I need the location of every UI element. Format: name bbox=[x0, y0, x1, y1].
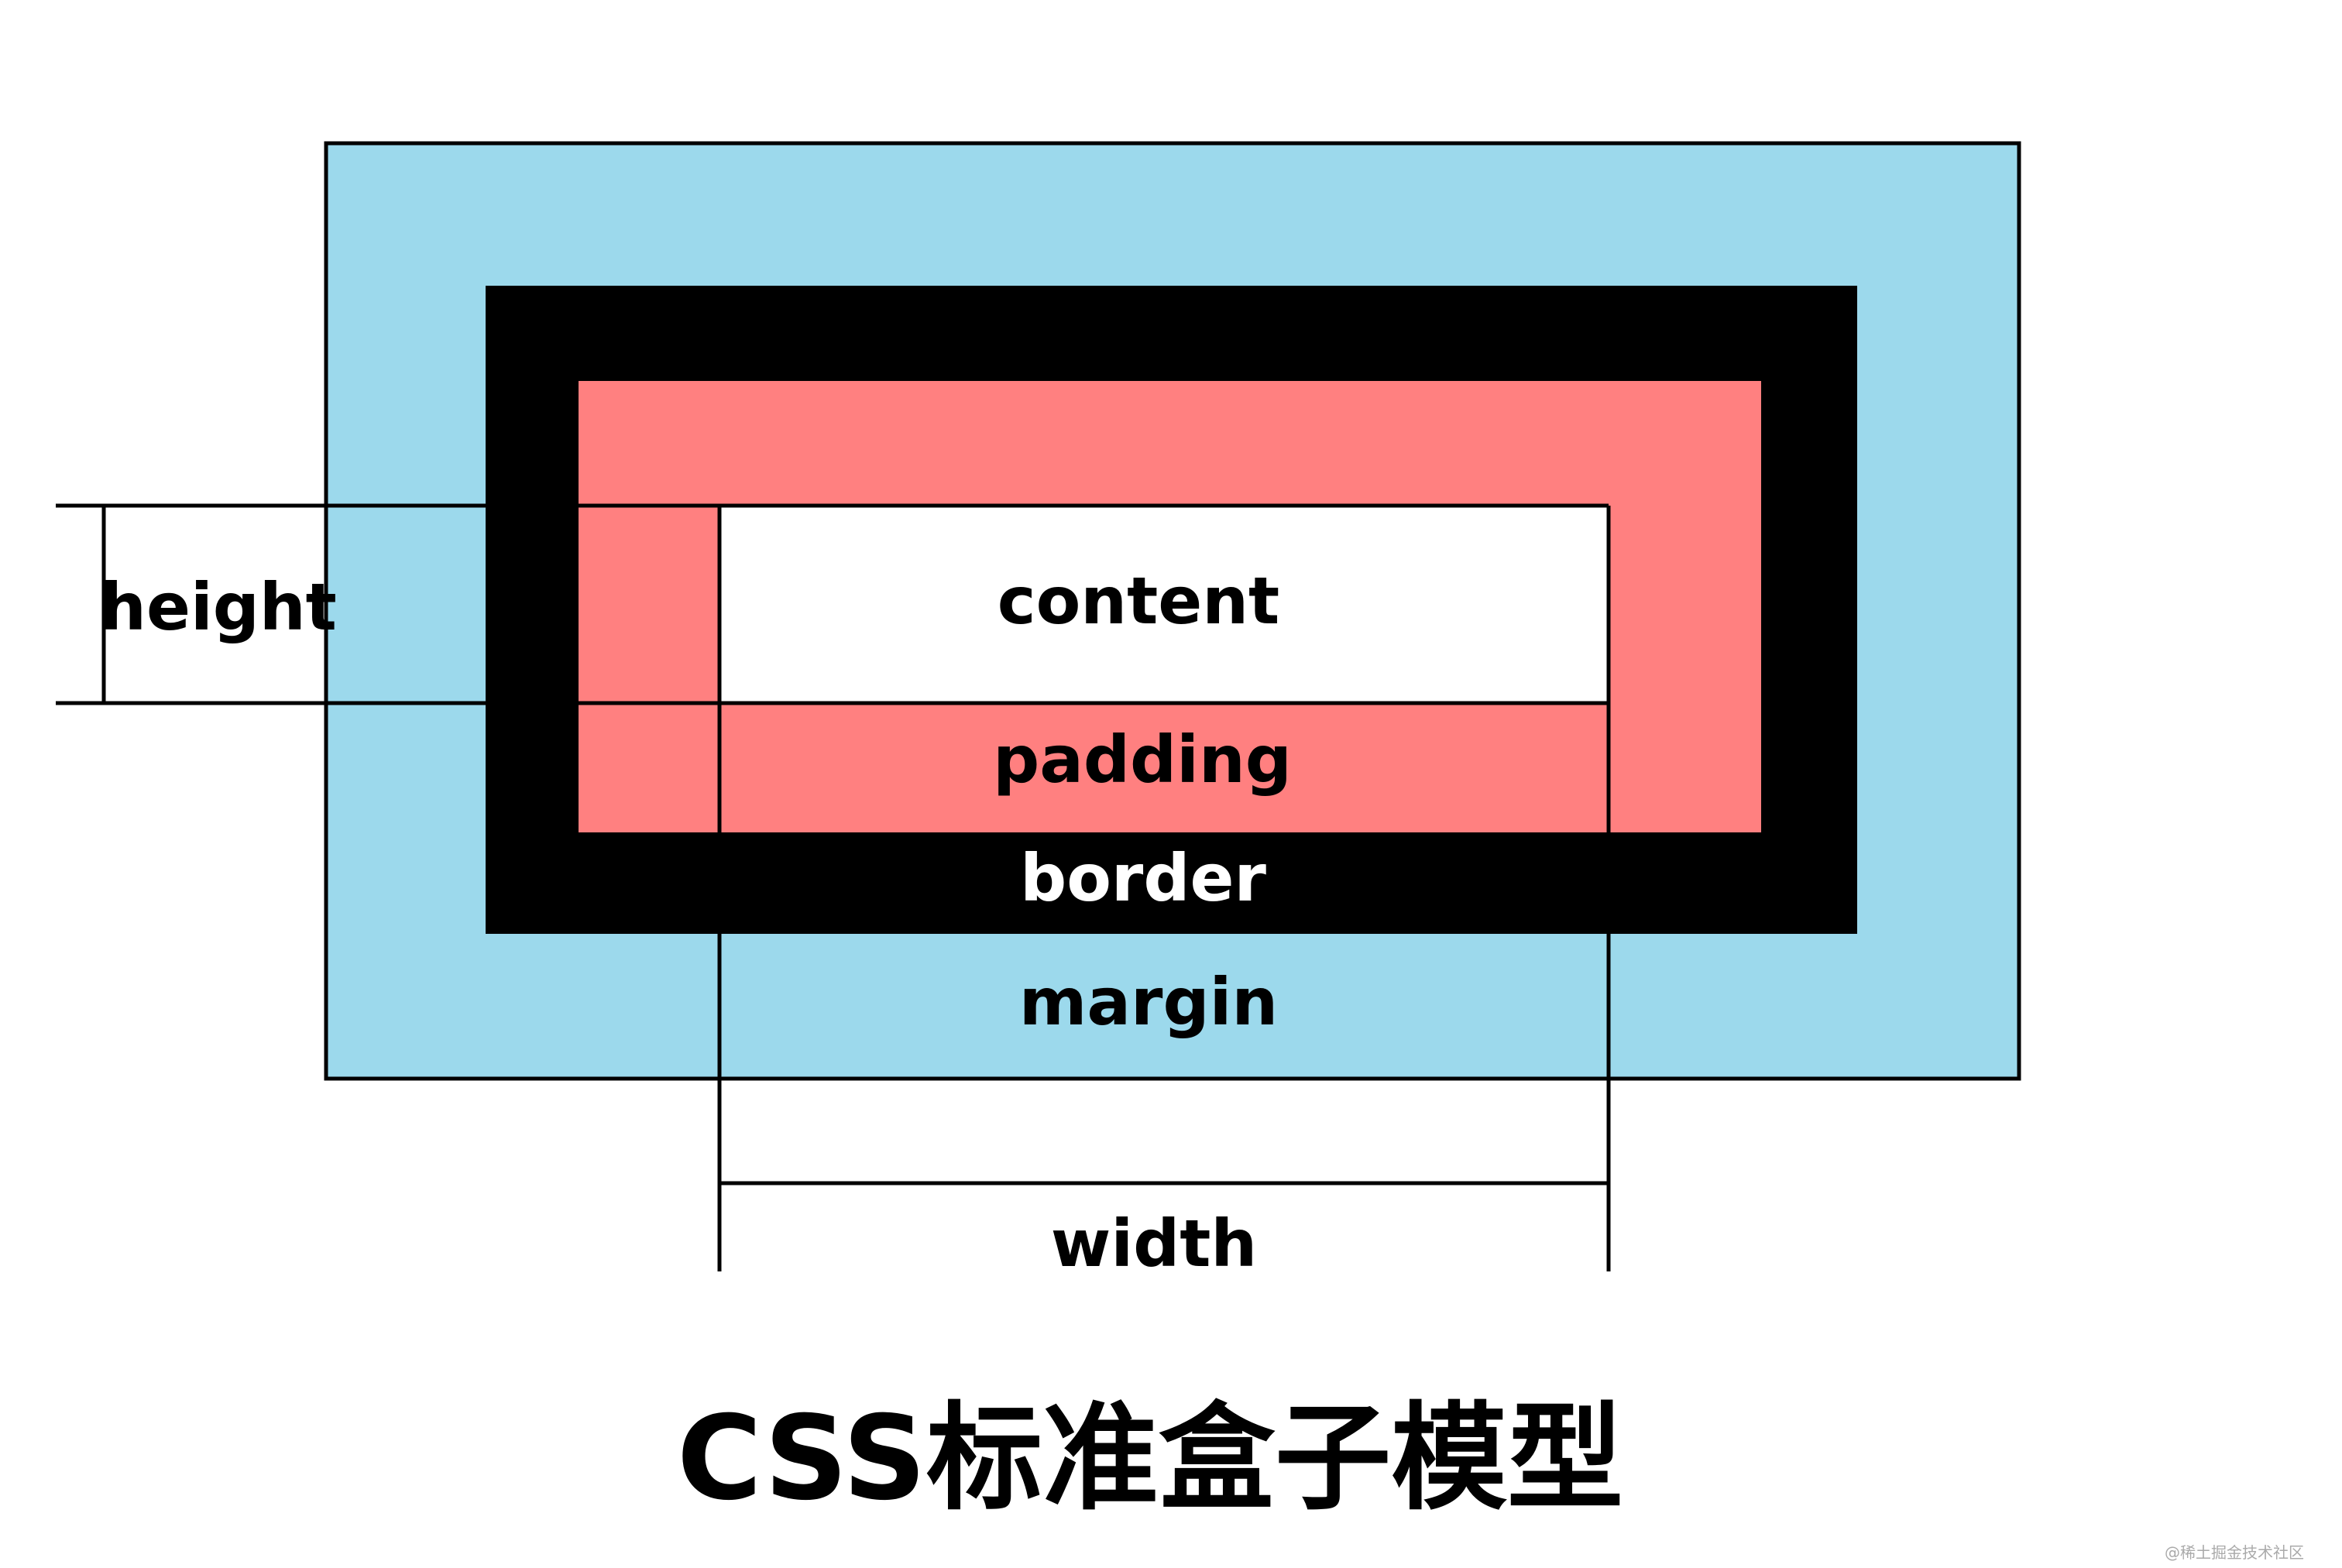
diagram-title: CSS标准盒子模型 bbox=[677, 1391, 1623, 1526]
padding-label: padding bbox=[993, 722, 1292, 798]
width-label: width bbox=[1051, 1206, 1257, 1282]
border-label: border bbox=[1020, 840, 1266, 916]
margin-label: margin bbox=[1019, 964, 1278, 1040]
content-area bbox=[719, 506, 1609, 703]
height-label: height bbox=[100, 569, 337, 645]
watermark: @稀土掘金技术社区 bbox=[2165, 1543, 2304, 1562]
content-label: content bbox=[998, 563, 1279, 639]
